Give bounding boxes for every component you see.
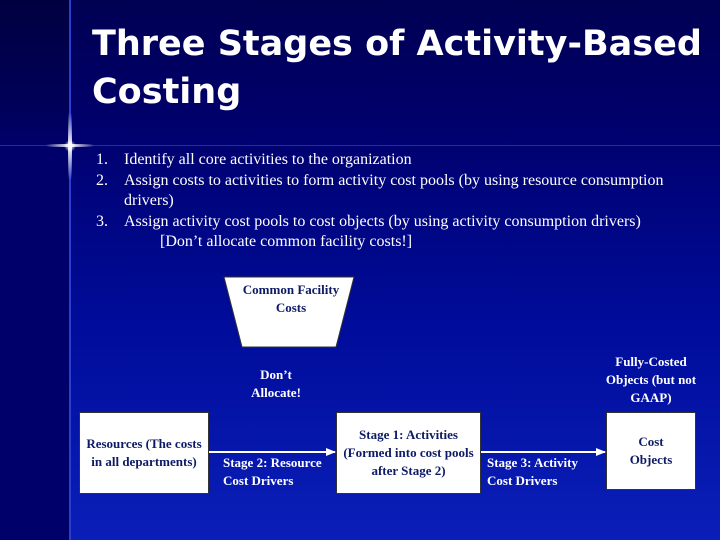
cost-objects-box: Cost Objects bbox=[606, 412, 696, 490]
common-facility-costs-shape bbox=[223, 276, 355, 348]
step-item: 1. Identify all core activities to the o… bbox=[96, 150, 686, 171]
vertical-divider bbox=[69, 0, 71, 540]
common-facility-costs-label: Common Facility Costs bbox=[242, 282, 340, 315]
step-number: 3. bbox=[96, 212, 108, 230]
stage1-label: Stage 1: Activities (Formed into cost po… bbox=[343, 427, 474, 478]
stage3-drivers-label: Stage 3: Activity Cost Drivers bbox=[487, 455, 578, 488]
dont-allocate-label: Don’t Allocate! bbox=[251, 367, 301, 400]
step-item: 2. Assign costs to activities to form ac… bbox=[96, 171, 686, 212]
step-text: Assign activity cost pools to cost objec… bbox=[124, 212, 641, 230]
resources-label: Resources (The costs in all departments) bbox=[86, 436, 202, 469]
resources-box: Resources (The costs in all departments) bbox=[79, 412, 209, 494]
horizontal-divider bbox=[0, 145, 720, 146]
step-text: Identify all core activities to the orga… bbox=[124, 151, 412, 168]
steps-list: 1. Identify all core activities to the o… bbox=[96, 150, 686, 253]
stage1-activities-box: Stage 1: Activities (Formed into cost po… bbox=[336, 412, 481, 494]
cost-objects-label: Cost Objects bbox=[629, 434, 673, 467]
sparkle-center-icon bbox=[64, 140, 76, 152]
stage2-drivers-label: Stage 2: Resource Cost Drivers bbox=[223, 455, 322, 488]
allocation-note: [Don’t allocate common facility costs!] bbox=[160, 233, 413, 250]
fully-costed-objects-label: Fully-Costed Objects (but not GAAP) bbox=[605, 354, 697, 405]
step-item: 3. Assign activity cost pools to cost ob… bbox=[96, 212, 686, 233]
step-text: Assign costs to activities to form activ… bbox=[124, 171, 664, 210]
step-number: 2. bbox=[96, 171, 108, 189]
slide-title: Three Stages of Activity-Based Costing bbox=[92, 24, 702, 112]
step-number: 1. bbox=[96, 151, 108, 168]
